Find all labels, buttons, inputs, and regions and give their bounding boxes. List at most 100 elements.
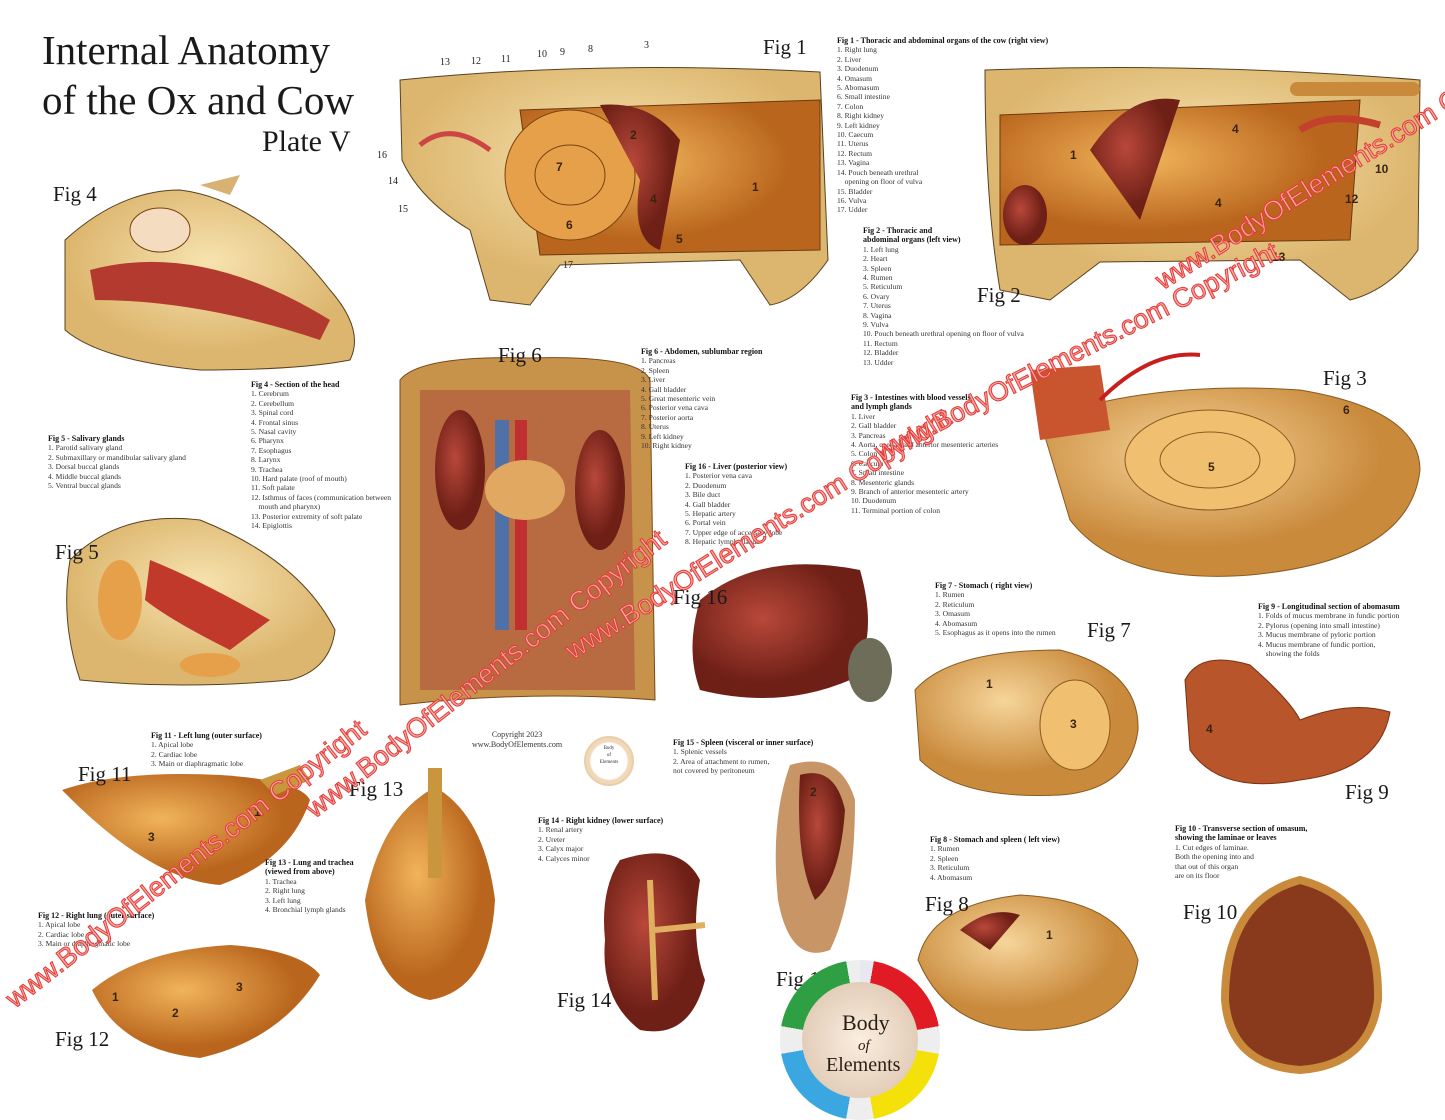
legend-item: 5. Colon [851,449,878,459]
legend-item: 10. Pouch beneath urethral opening on fl… [863,329,1024,339]
copyright-url[interactable]: www.BodyOfElements.com [472,740,563,749]
organ-number: 1 [986,677,993,691]
organ-number: 1 [752,180,759,194]
fig11-legend: Fig 11 - Left lung (outer surface)1. Api… [151,731,281,769]
legend-item: 2. Gall bladder [851,421,897,431]
legend-item: 5. Ventral buccal glands [48,481,121,491]
legend-item: 8. Uterus [641,422,669,432]
legend-item: 10. Right kidney [641,441,692,451]
organ-number: 6 [1343,403,1350,417]
legend-item: are on its floor [1175,871,1220,881]
fig16-legend: Fig 16 - Liver (posterior view)1. Poster… [685,462,815,547]
fig12-right-lung [92,945,320,1058]
legend-item: 4. Gall bladder [685,499,731,509]
legend-item: not covered by peritoneum [673,766,755,776]
legend-item: 6. Caecum [851,458,884,468]
fig11-left-lung [62,765,310,885]
fig2-cow-left-view [984,67,1421,301]
fig13-legend: Fig 13 - Lung and trachea (viewed from a… [265,858,365,914]
plate-number: Plate V [262,125,351,158]
organ-number: 1 [254,805,261,819]
legend-item: 3. Reticulum [930,863,970,873]
legend-item: 7. Colon [837,101,864,111]
legend-item: 7. Uterus [863,301,891,311]
legend-title: Fig 7 - Stomach ( right view) [935,581,1033,590]
logo-elements: Elements [826,1054,901,1076]
legend-item: 4. Abomasum [930,872,973,882]
fig12-legend: Fig 12 - Right lung (outer surface)1. Ap… [38,911,178,949]
legend-item: 10. Duodenum [851,496,897,506]
callout: 12 [471,56,481,67]
legend-item: 6. Posterior vena cava [641,403,709,413]
legend-item: 7. Posterior aorta [641,412,694,422]
fig1-label: Fig 1 [763,35,807,59]
fig8-legend: Fig 8 - Stomach and spleen ( left view)1… [930,835,1080,882]
legend-item: 1. Liver [851,411,876,421]
legend-item: 6. Ovary [863,291,890,301]
legend-item: 4. Mucus membrane of fundic portion, sho… [1258,639,1376,659]
legend-item: 2. Cerebellum [251,398,295,408]
legend-item: 1. Cut edges of laminae. [1175,842,1249,852]
legend-item: 1. Renal artery [538,825,583,835]
fig15-legend: Fig 15 - Spleen (visceral or inner surfa… [673,738,833,776]
organ-number: 2 [630,128,637,142]
fig10-omasum-section [1220,875,1383,1075]
legend-item: 2. Heart [863,254,888,264]
legend-item: 7. Esophagus [251,445,292,455]
legend-item: 8. Vagina [863,310,892,320]
legend-item: 12. Bladder [863,348,899,358]
copyright-text: Copyright 2023 www.BodyOfElements.com [472,730,562,750]
callout: 3 [644,40,649,51]
organ-number: 10 [1375,162,1389,176]
legend-title: Fig 13 - Lung and trachea (viewed from a… [265,858,354,877]
fig16-liver [692,564,892,702]
legend-item: 3. Dorsal buccal glands [48,462,120,472]
legend-title: Fig 2 - Thoracic and abdominal organs (l… [863,226,961,245]
fig2-label: Fig 2 [977,283,1021,307]
legend-item: 3. Left lung [265,895,301,905]
fig13-lungs-above [365,768,495,1000]
legend-title: Fig 12 - Right lung (outer surface) [38,911,155,920]
legend-item: 1. Folds of mucus membrane in fundic por… [1258,611,1400,621]
legend-item: 2. Pylorus (opening into small intestine… [1258,620,1380,630]
legend-item: 4. Bronchial lymph glands [265,905,346,915]
legend-item: 16. Vulva [837,195,867,205]
logo-body: Body [842,1010,890,1035]
legend-item: 5. Esophagus as it opens into the rumen [935,628,1056,638]
fig13-label: Fig 13 [349,777,404,801]
fig12-label: Fig 12 [55,1027,110,1051]
legend-item: 2. Submaxillary or mandibular salivary g… [48,452,186,462]
legend-item: 2. Duodenum [685,480,727,490]
legend-item: 8. Hepatic lymph glands [685,537,760,547]
fig10-label: Fig 10 [1183,900,1238,924]
legend-item: 15. Bladder [837,186,873,196]
legend-item: 4. Gall bladder [641,384,687,394]
legend-title: Fig 4 - Section of the head [251,380,340,389]
organ-number: 13 [1272,250,1286,264]
callout: 15 [398,204,408,215]
legend-item: 2. Reticulum [935,599,975,609]
body-of-elements-logo: Body of Elements [780,960,940,1120]
legend-item: 6. Small intestine [837,92,890,102]
legend-item: 3. Mucus membrane of pyloric portion [1258,630,1376,640]
legend-item: 9. Branch of anterior mesenteric artery [851,487,969,497]
legend-item: 2. Cardiac lobe [151,749,198,759]
legend-item: 3. Spinal cord [251,408,294,418]
fig14-legend: Fig 14 - Right kidney (lower surface)1. … [538,816,683,863]
legend-item: 1. Splenic vessels [673,747,727,757]
fig4-label: Fig 4 [53,182,97,206]
legend-item: 8. Larynx [251,455,281,465]
fig3-label: Fig 3 [1323,366,1367,390]
fig3-legend: Fig 3 - Intestines with blood vessels an… [851,393,1021,515]
organ-number: 5 [1208,460,1215,474]
legend-item: 12. Isthmus of faces (communication betw… [251,492,392,512]
legend-title: Fig 14 - Right kidney (lower surface) [538,816,664,825]
legend-title: Fig 16 - Liver (posterior view) [685,462,788,471]
legend-item: 3. Liver [641,375,666,385]
legend-item: 1. Left lung [863,244,899,254]
legend-item: 13. Vagina [837,158,870,168]
legend-item: 4. Middle buccal glands [48,471,121,481]
